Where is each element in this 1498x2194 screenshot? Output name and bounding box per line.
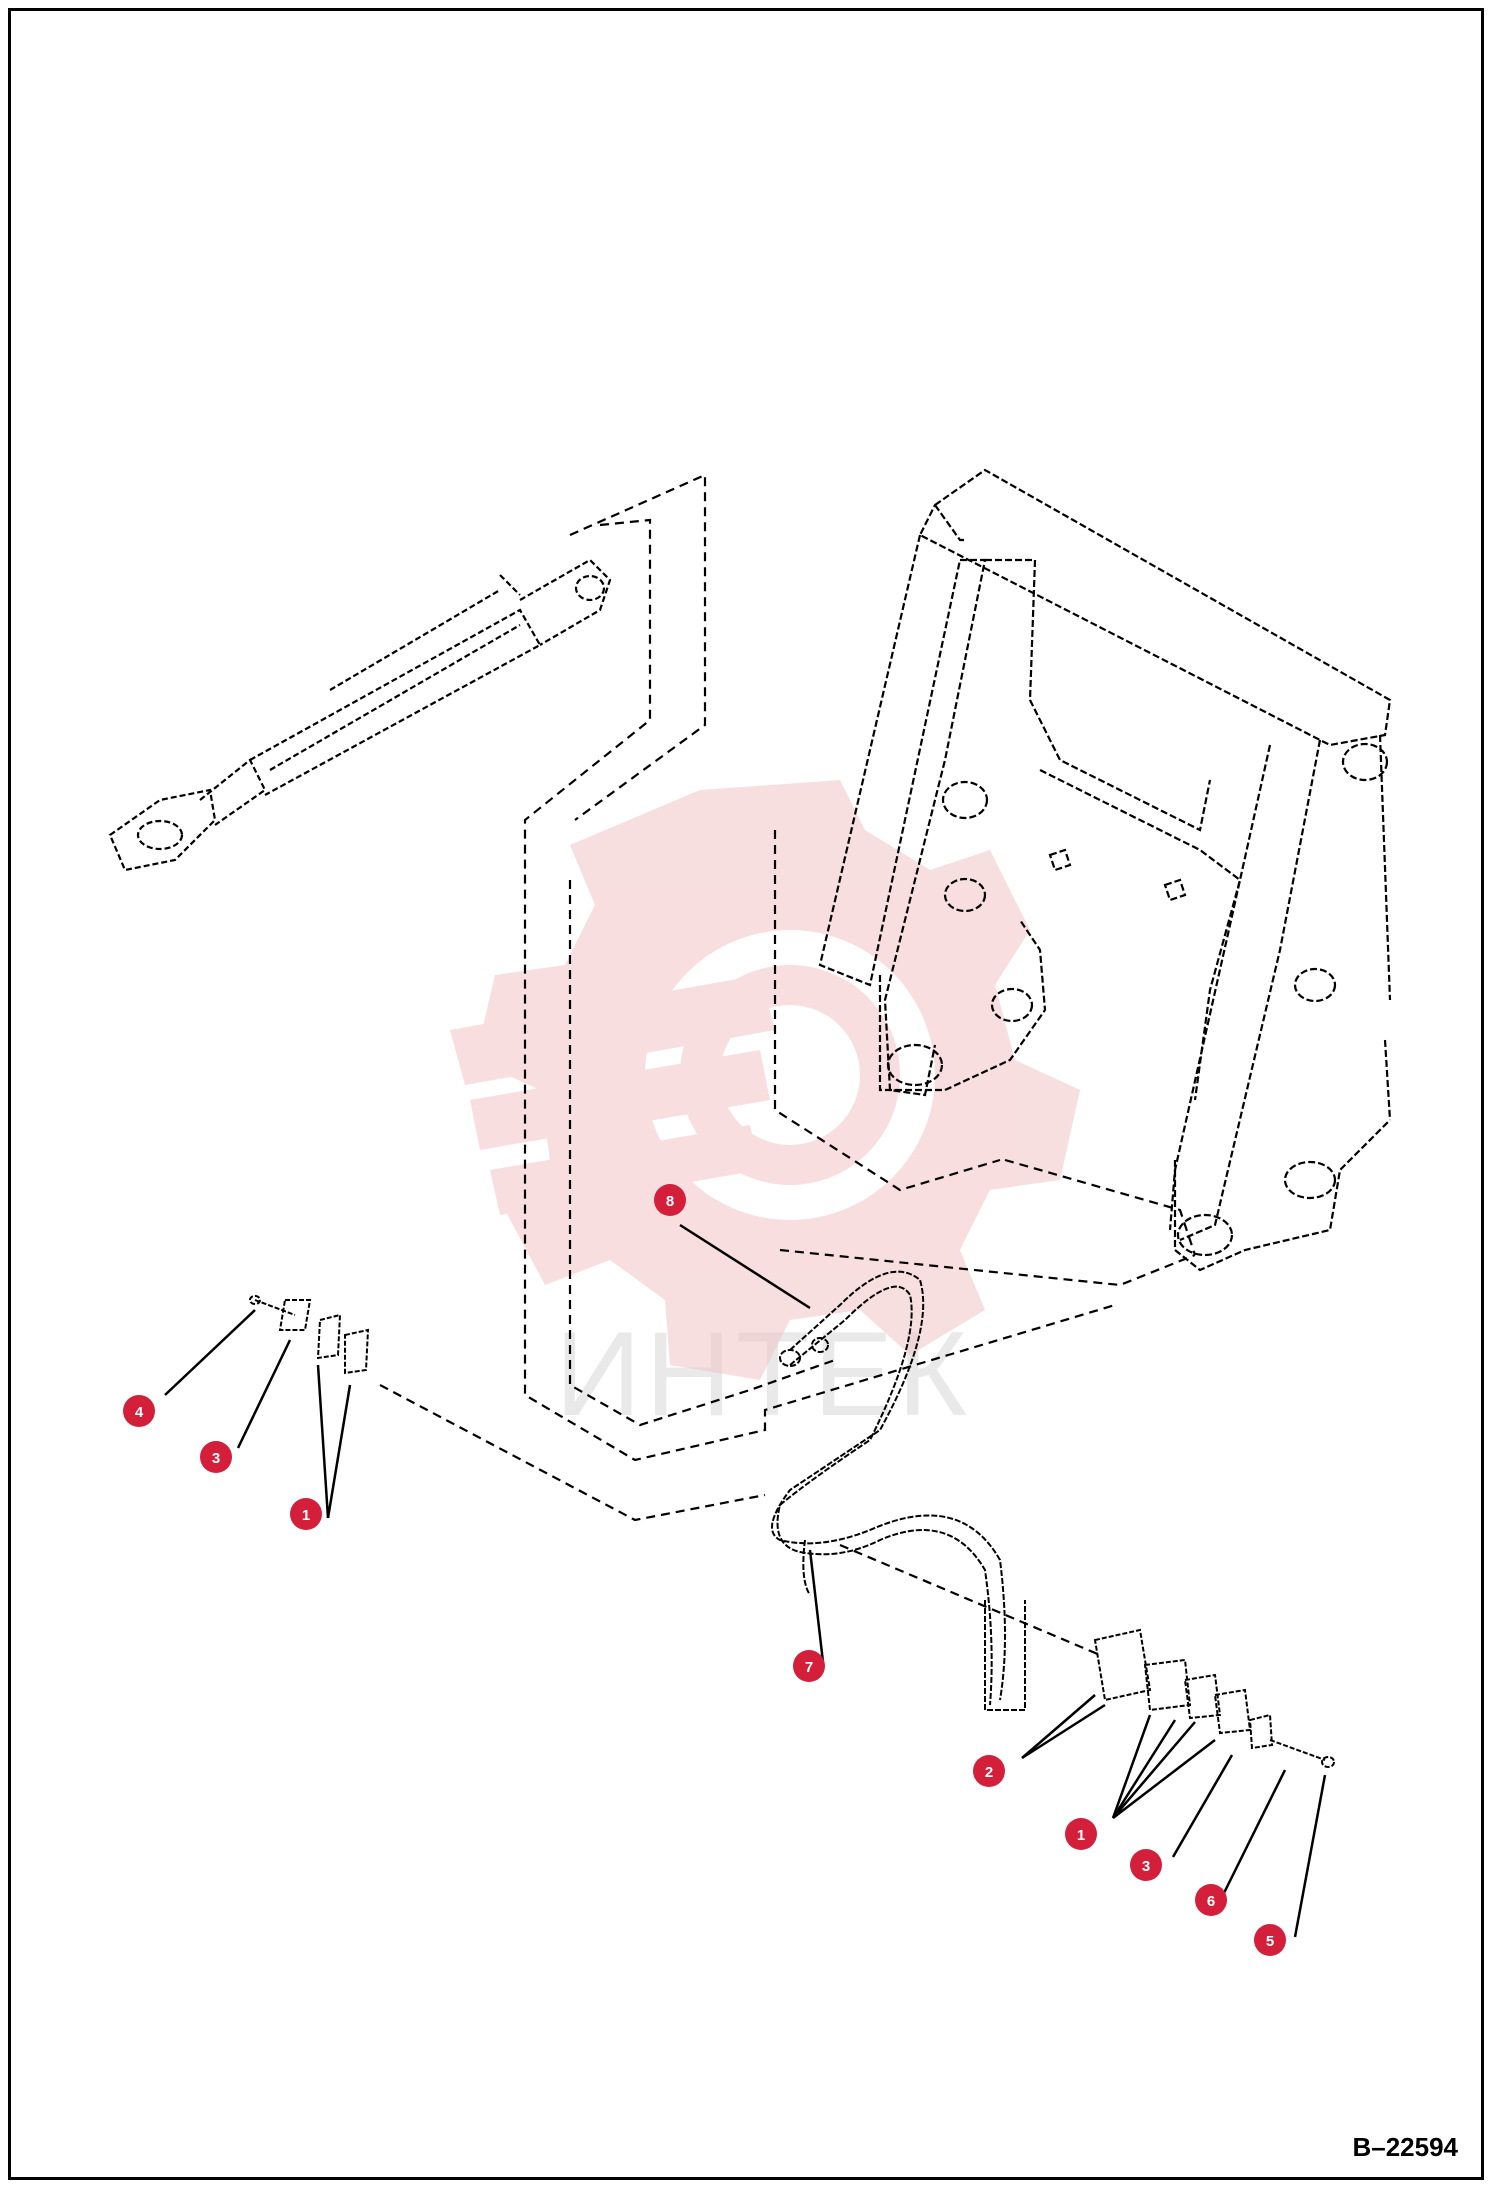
callout-1-right: 1 <box>1065 1818 1097 1850</box>
callout-7-label: 7 <box>805 1659 813 1676</box>
callout-4-badge <box>123 1395 155 1427</box>
callout-4-label: 4 <box>135 1404 144 1421</box>
callout-3-right: 3 <box>1130 1849 1162 1881</box>
callout-2: 2 <box>973 1755 1005 1787</box>
leader-lines <box>164 1223 1327 1938</box>
callout-3-left: 3 <box>200 1441 232 1473</box>
callout-1-right-badge <box>1065 1818 1097 1850</box>
callout-3-left-label: 3 <box>212 1450 220 1467</box>
callout-1-left-label: 1 <box>302 1507 310 1524</box>
callout-1-left: 1 <box>290 1498 322 1530</box>
right-clamp-group <box>1093 1628 1335 1768</box>
callout-6-label: 6 <box>1207 1893 1215 1910</box>
callout-3-left-badge <box>200 1441 232 1473</box>
callout-3-right-label: 3 <box>1142 1858 1150 1875</box>
left-clamp-group <box>249 1295 370 1375</box>
callout-3-right-badge <box>1130 1849 1162 1881</box>
hose-assembly <box>771 1270 1026 1711</box>
loader-frame <box>818 468 1392 1272</box>
callout-1-left-badge <box>290 1498 322 1530</box>
callout-5: 5 <box>1254 1924 1286 1956</box>
hydraulic-cylinder <box>108 558 612 872</box>
callout-6-badge <box>1195 1884 1227 1916</box>
callout-1-right-label: 1 <box>1077 1827 1085 1844</box>
callout-8-badge <box>654 1184 686 1216</box>
watermark-logo <box>450 780 1080 1380</box>
reference-lines <box>379 473 1197 1657</box>
callout-7-badge <box>793 1650 825 1682</box>
drawing-reference: B–22594 <box>1352 2132 1458 2162</box>
callout-5-label: 5 <box>1266 1933 1274 1950</box>
callout-2-label: 2 <box>985 1764 993 1781</box>
callout-8-label: 8 <box>666 1193 674 1210</box>
callout-2-badge <box>973 1755 1005 1787</box>
callout-8: 8 <box>654 1184 686 1216</box>
callout-7: 7 <box>793 1650 825 1682</box>
callout-6: 6 <box>1195 1884 1227 1916</box>
callout-5-badge <box>1254 1924 1286 1956</box>
callout-4: 4 <box>123 1395 155 1427</box>
